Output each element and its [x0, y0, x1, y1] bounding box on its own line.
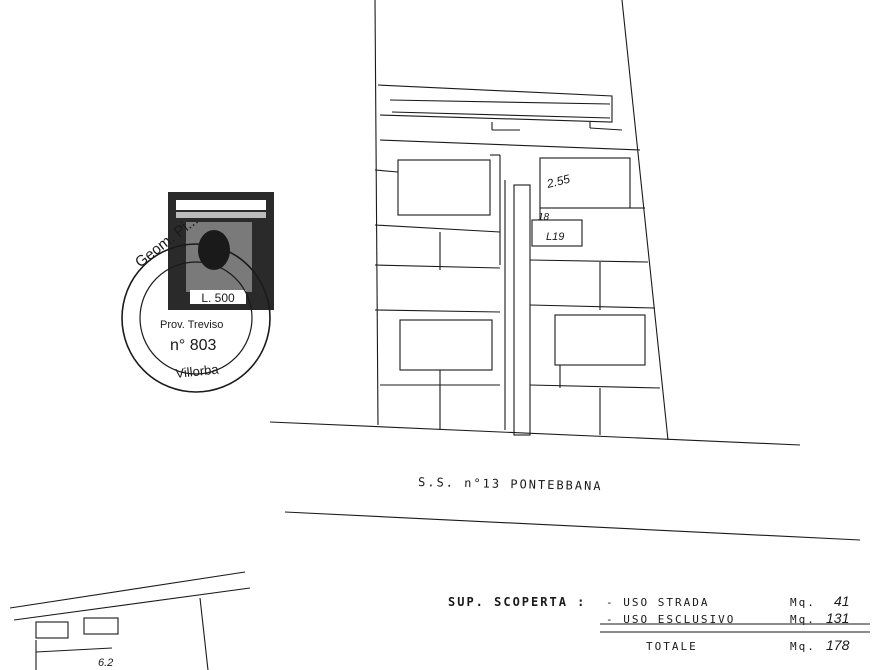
room-tag-upper: 2.55 [544, 172, 571, 192]
postmark-number: n° 803 [170, 337, 217, 354]
fragment-tag: 6.2 [98, 657, 113, 669]
block-upper-left [397, 159, 491, 216]
row-unit-2: Mq. [790, 613, 816, 626]
top-strip [377, 84, 613, 123]
row-value-2: 131 [826, 610, 849, 626]
block-lower-left [399, 319, 493, 371]
boundary-right [621, 0, 669, 441]
corridor [513, 184, 531, 436]
postmark-province: Prov. Treviso [160, 319, 223, 331]
total-label: TOTALE [646, 640, 698, 653]
row-unit-1: Mq. [790, 596, 816, 609]
box-label: L19 [546, 231, 564, 243]
boundary-left [374, 0, 379, 426]
road-name: S.S. n°13 PONTEBBANA [418, 475, 603, 493]
road-edge-bottom [284, 511, 861, 541]
row-value-1: 41 [834, 593, 850, 609]
surface-table: SUP. SCOPERTA : - USO STRADA Mq. 41 - US… [448, 593, 850, 653]
box-l19 [531, 219, 583, 247]
road-edge-top [269, 421, 801, 446]
total-value: 178 [826, 637, 850, 653]
revenue-stamp: L. 500 [168, 192, 274, 310]
total-unit: Mq. [790, 640, 816, 653]
table-title: SUP. SCOPERTA : [448, 595, 586, 609]
room-tag-small: 18 [538, 212, 550, 223]
block-lower-right [554, 314, 646, 366]
postmark-town: Villorba [175, 361, 220, 381]
row-label-1: - USO STRADA [606, 596, 709, 609]
stamp-value: L. 500 [201, 291, 235, 305]
block-upper-right [539, 157, 631, 209]
row-label-2: - USO ESCLUSIVO [606, 613, 735, 626]
